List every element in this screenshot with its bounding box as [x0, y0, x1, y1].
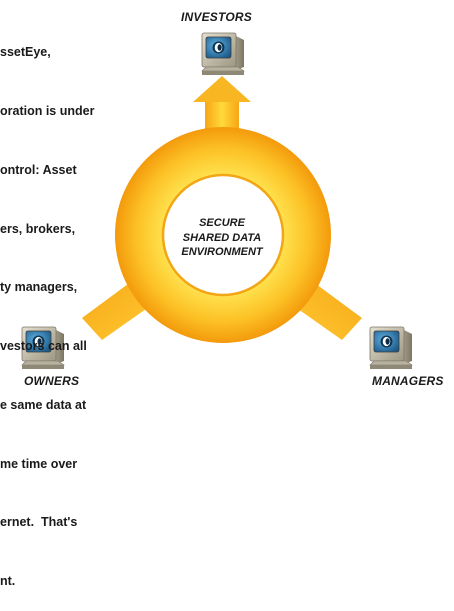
investors-computer-monitor-icon — [201, 32, 245, 76]
intro-line: vestors can all — [0, 339, 87, 354]
intro-line: ontrol: Asset — [0, 162, 77, 177]
intro-line: ers, brokers, — [0, 221, 76, 236]
intro-line: nt. — [0, 574, 16, 589]
intro-line: ssetEye, — [0, 45, 51, 60]
managers-label: MANAGERS — [372, 374, 444, 388]
intro-line: ty managers, — [0, 280, 78, 295]
center-line: SECURE — [199, 217, 245, 229]
ring-inner — [163, 175, 283, 295]
diagram — [21, 32, 413, 370]
intro-line: e same data at — [0, 397, 87, 412]
owners-label: OWNERS — [24, 374, 80, 388]
intro-paragraph: ssetEye, oration is under ontrol: Asset … — [0, 4, 150, 611]
intro-line: me time over — [0, 456, 78, 471]
intro-line: ernet. That's — [0, 515, 78, 530]
managers-computer-monitor-icon — [369, 326, 413, 370]
center-caption: SECURE SHARED DATA ENVIRONMENT — [168, 216, 276, 260]
intro-line: oration is under — [0, 103, 95, 118]
investors-label: INVESTORS — [181, 10, 252, 24]
center-line: SHARED DATA — [182, 231, 262, 244]
center-line: ENVIRONMENT — [181, 246, 263, 258]
